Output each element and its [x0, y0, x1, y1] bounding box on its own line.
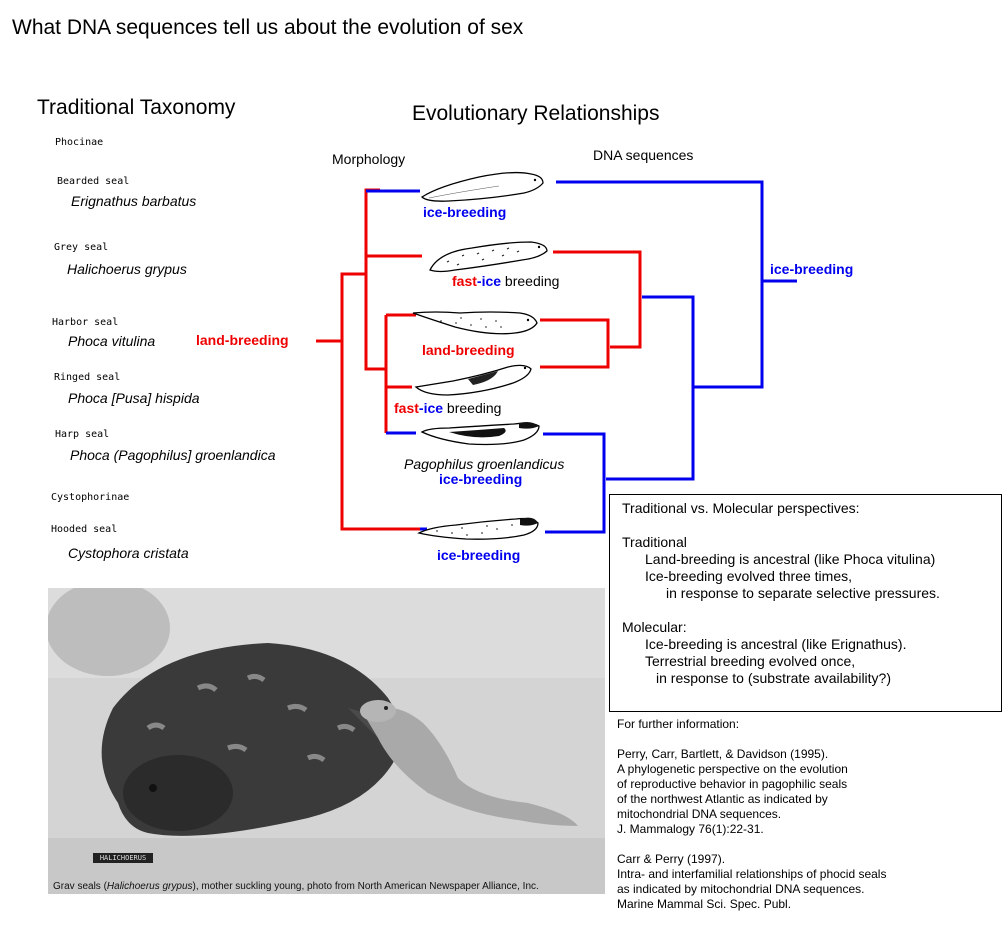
reference-line: Perry, Carr, Bartlett, & Davidson (1995)… [617, 747, 829, 761]
molecular-title: Molecular: [622, 619, 687, 635]
grey-seal-icon [429, 241, 548, 273]
bearded-seal-icon [420, 171, 544, 202]
caption-scientific: Halichoerus grypus [106, 881, 193, 892]
scientific-name: Erignathus barbatus [71, 193, 197, 209]
subfamily-phocinae: Phocinae [55, 137, 104, 148]
reference-line: A phylogenetic perspective on the evolut… [617, 762, 848, 776]
reference-line: Carr & Perry (1997). [617, 852, 726, 866]
breeding-word: breeding [443, 400, 502, 416]
morphology-blue-tips [366, 189, 427, 531]
seal-photo-illustration [48, 588, 605, 894]
grey-fast-ice-label: fast-ice breeding [452, 273, 559, 289]
fast-word: fast [394, 400, 419, 416]
scientific-name: Phoca vitulina [68, 333, 156, 349]
grey-seal-photo [48, 588, 605, 894]
dna-tree [540, 180, 797, 534]
breeding-word: breeding [501, 273, 560, 289]
reference-line: of reproductive behavior in pagophilic s… [617, 777, 848, 791]
harbor-land-breeding-label: land-breeding [422, 342, 515, 358]
harp-ice-breeding-label: ice-breeding [439, 471, 523, 487]
scientific-name: Halichoerus grypus [67, 261, 187, 277]
hooded-seal-icon [417, 517, 539, 540]
bearded-ice-breeding-label: ice-breeding [423, 204, 507, 220]
perspectives-heading: Traditional vs. Molecular perspectives: [622, 500, 860, 516]
ringed-seal-icon [414, 364, 532, 396]
land-breeding-root-label: land-breeding [196, 332, 289, 348]
dna-sequences-label: DNA sequences [593, 147, 694, 163]
common-name: Ringed seal [54, 372, 121, 383]
reference-line: mitochondrial DNA sequences. [617, 807, 782, 821]
ice-word: -ice [418, 400, 444, 416]
morphology-label: Morphology [332, 151, 406, 167]
reference-line: as indicated by mitochondrial DNA sequen… [617, 882, 865, 896]
reference-line: Marine Mammal Sci. Spec. Publ. [617, 897, 792, 911]
reference-line: of the northwest Atlantic as indicated b… [617, 792, 828, 806]
fast-word: fast [452, 273, 477, 289]
harbor-seal-icon [412, 311, 538, 335]
harp-scientific-label: Pagophilus groenlandicus [404, 456, 565, 472]
molecular-point: Ice-breeding is ancestral (like Erignath… [645, 636, 907, 652]
common-name: Bearded seal [57, 176, 130, 187]
references-heading: For further information: [617, 717, 740, 731]
evolutionary-relationships-heading: Evolutionary Relationships [412, 102, 660, 125]
photo-tag: HALICHOERUS [93, 853, 153, 863]
perspectives-box: Traditional vs. Molecular perspectives: … [609, 494, 1002, 712]
subfamily-cystophorinae: Cystophorinae [51, 492, 130, 503]
common-name: Harbor seal [52, 317, 119, 328]
caption-prefix: Grav seals ( [53, 881, 107, 892]
scientific-name: Phoca (Pagophilus] groenlandica [70, 447, 276, 463]
common-name: Hooded seal [51, 524, 118, 535]
page-title: What DNA sequences tell us about the evo… [12, 16, 524, 39]
scientific-name: Phoca [Pusa] hispida [68, 390, 200, 406]
ice-word: -ice [476, 273, 502, 289]
traditional-point: Land-breeding is ancestral (like Phoca v… [645, 551, 936, 567]
morphology-tree [316, 188, 427, 531]
photo-caption: Grav seals (Halichoerus grypus), mother … [53, 881, 539, 892]
common-name: Harp seal [55, 429, 110, 440]
reference-line: Intra- and interfamilial relationships o… [617, 867, 887, 881]
reference-line: J. Mammalogy 76(1):22-31. [617, 822, 764, 836]
harp-seal-icon [420, 422, 540, 446]
caption-suffix: ), mother suckling young, photo from Nor… [192, 881, 539, 892]
ringed-fast-ice-label: fast-ice breeding [394, 400, 501, 416]
hooded-ice-breeding-label: ice-breeding [437, 547, 521, 563]
molecular-point: in response to (substrate availability?) [656, 670, 892, 686]
references: For further information: Perry, Carr, Ba… [617, 717, 886, 912]
traditional-title: Traditional [622, 534, 687, 550]
traditional-taxonomy-heading: Traditional Taxonomy [37, 96, 236, 119]
scientific-name: Cystophora cristata [68, 545, 189, 561]
traditional-point: Ice-breeding evolved three times, [645, 568, 852, 584]
dna-ice-breeding-label: ice-breeding [770, 261, 854, 277]
common-name: Grey seal [54, 242, 109, 253]
molecular-point: Terrestrial breeding evolved once, [645, 653, 856, 669]
traditional-point: in response to separate selective pressu… [666, 585, 940, 601]
